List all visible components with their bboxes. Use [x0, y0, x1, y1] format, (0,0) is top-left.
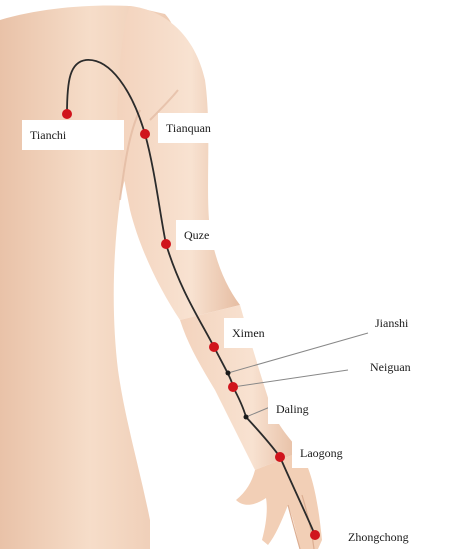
jianshi-point	[226, 371, 231, 376]
ximen-point	[209, 342, 219, 352]
quze-point	[161, 239, 171, 249]
neiguan-label: Neiguan	[370, 360, 411, 374]
daling-point	[244, 415, 249, 420]
tianquan-label: Tianquan	[158, 113, 250, 143]
zhongchong-label: Zhongchong	[340, 522, 455, 549]
laogong-label: Laogong	[292, 438, 388, 468]
tianquan-point	[140, 129, 150, 139]
tianchi-point	[62, 109, 72, 119]
tianchi-label: Tianchi	[22, 120, 124, 150]
laogong-point	[275, 452, 285, 462]
jianshi-label: Jianshi	[375, 316, 408, 330]
daling-label: Daling	[268, 394, 356, 424]
zhongchong-point	[310, 530, 320, 540]
ximen-label: Ximen	[224, 318, 290, 348]
upper-arm-shape	[117, 6, 240, 320]
quze-label: Quze	[176, 220, 262, 250]
neiguan-point	[228, 382, 238, 392]
